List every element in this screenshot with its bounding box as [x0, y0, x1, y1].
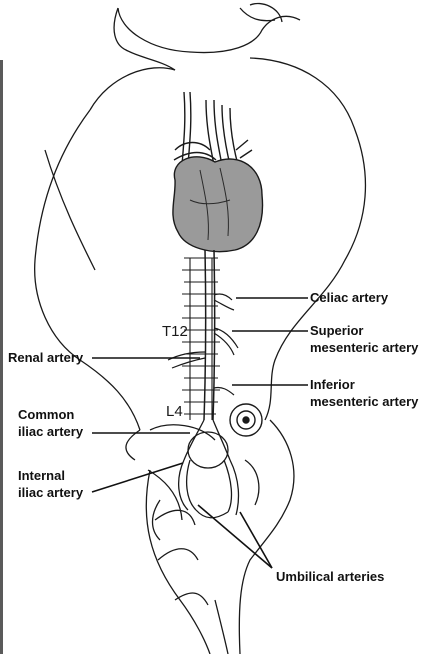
l4-marker: L4 — [166, 403, 183, 420]
renal-artery-label: Renal artery — [8, 349, 83, 366]
descending-aorta — [204, 250, 215, 420]
common-iliac-label-line1: Common — [18, 406, 98, 423]
common-iliac-label-line2: iliac artery — [18, 423, 98, 440]
left-border — [0, 60, 3, 654]
ima-label-line1: Inferior — [310, 376, 432, 393]
umbilical-cord — [230, 404, 262, 436]
pelvis — [148, 425, 259, 540]
heart — [173, 157, 263, 252]
great-vessels — [174, 92, 252, 165]
umbilical-leader-left — [198, 505, 272, 568]
umbilical-leader-right — [240, 512, 272, 568]
bladder — [188, 432, 228, 468]
ima-label-line2: mesenteric artery — [310, 393, 432, 410]
internal-iliac-label-line1: Internal — [18, 467, 98, 484]
internal-iliac-label-line2: iliac artery — [18, 484, 98, 501]
sma-label-line2: mesenteric artery — [310, 339, 432, 356]
celiac-artery-label: Celiac artery — [310, 289, 388, 306]
superior-mesenteric-artery-label: Superior mesenteric artery — [310, 322, 432, 356]
inferior-mesenteric-artery-label: Inferior mesenteric artery — [310, 376, 432, 410]
umbilical-arteries-label: Umbilical arteries — [276, 568, 384, 585]
internal-iliac-artery-label: Internal iliac artery — [18, 467, 98, 501]
common-iliac-artery-label: Common iliac artery — [18, 406, 98, 440]
t12-marker: T12 — [162, 323, 188, 340]
sma-label-line1: Superior — [310, 322, 432, 339]
aortic-branches — [168, 294, 238, 395]
